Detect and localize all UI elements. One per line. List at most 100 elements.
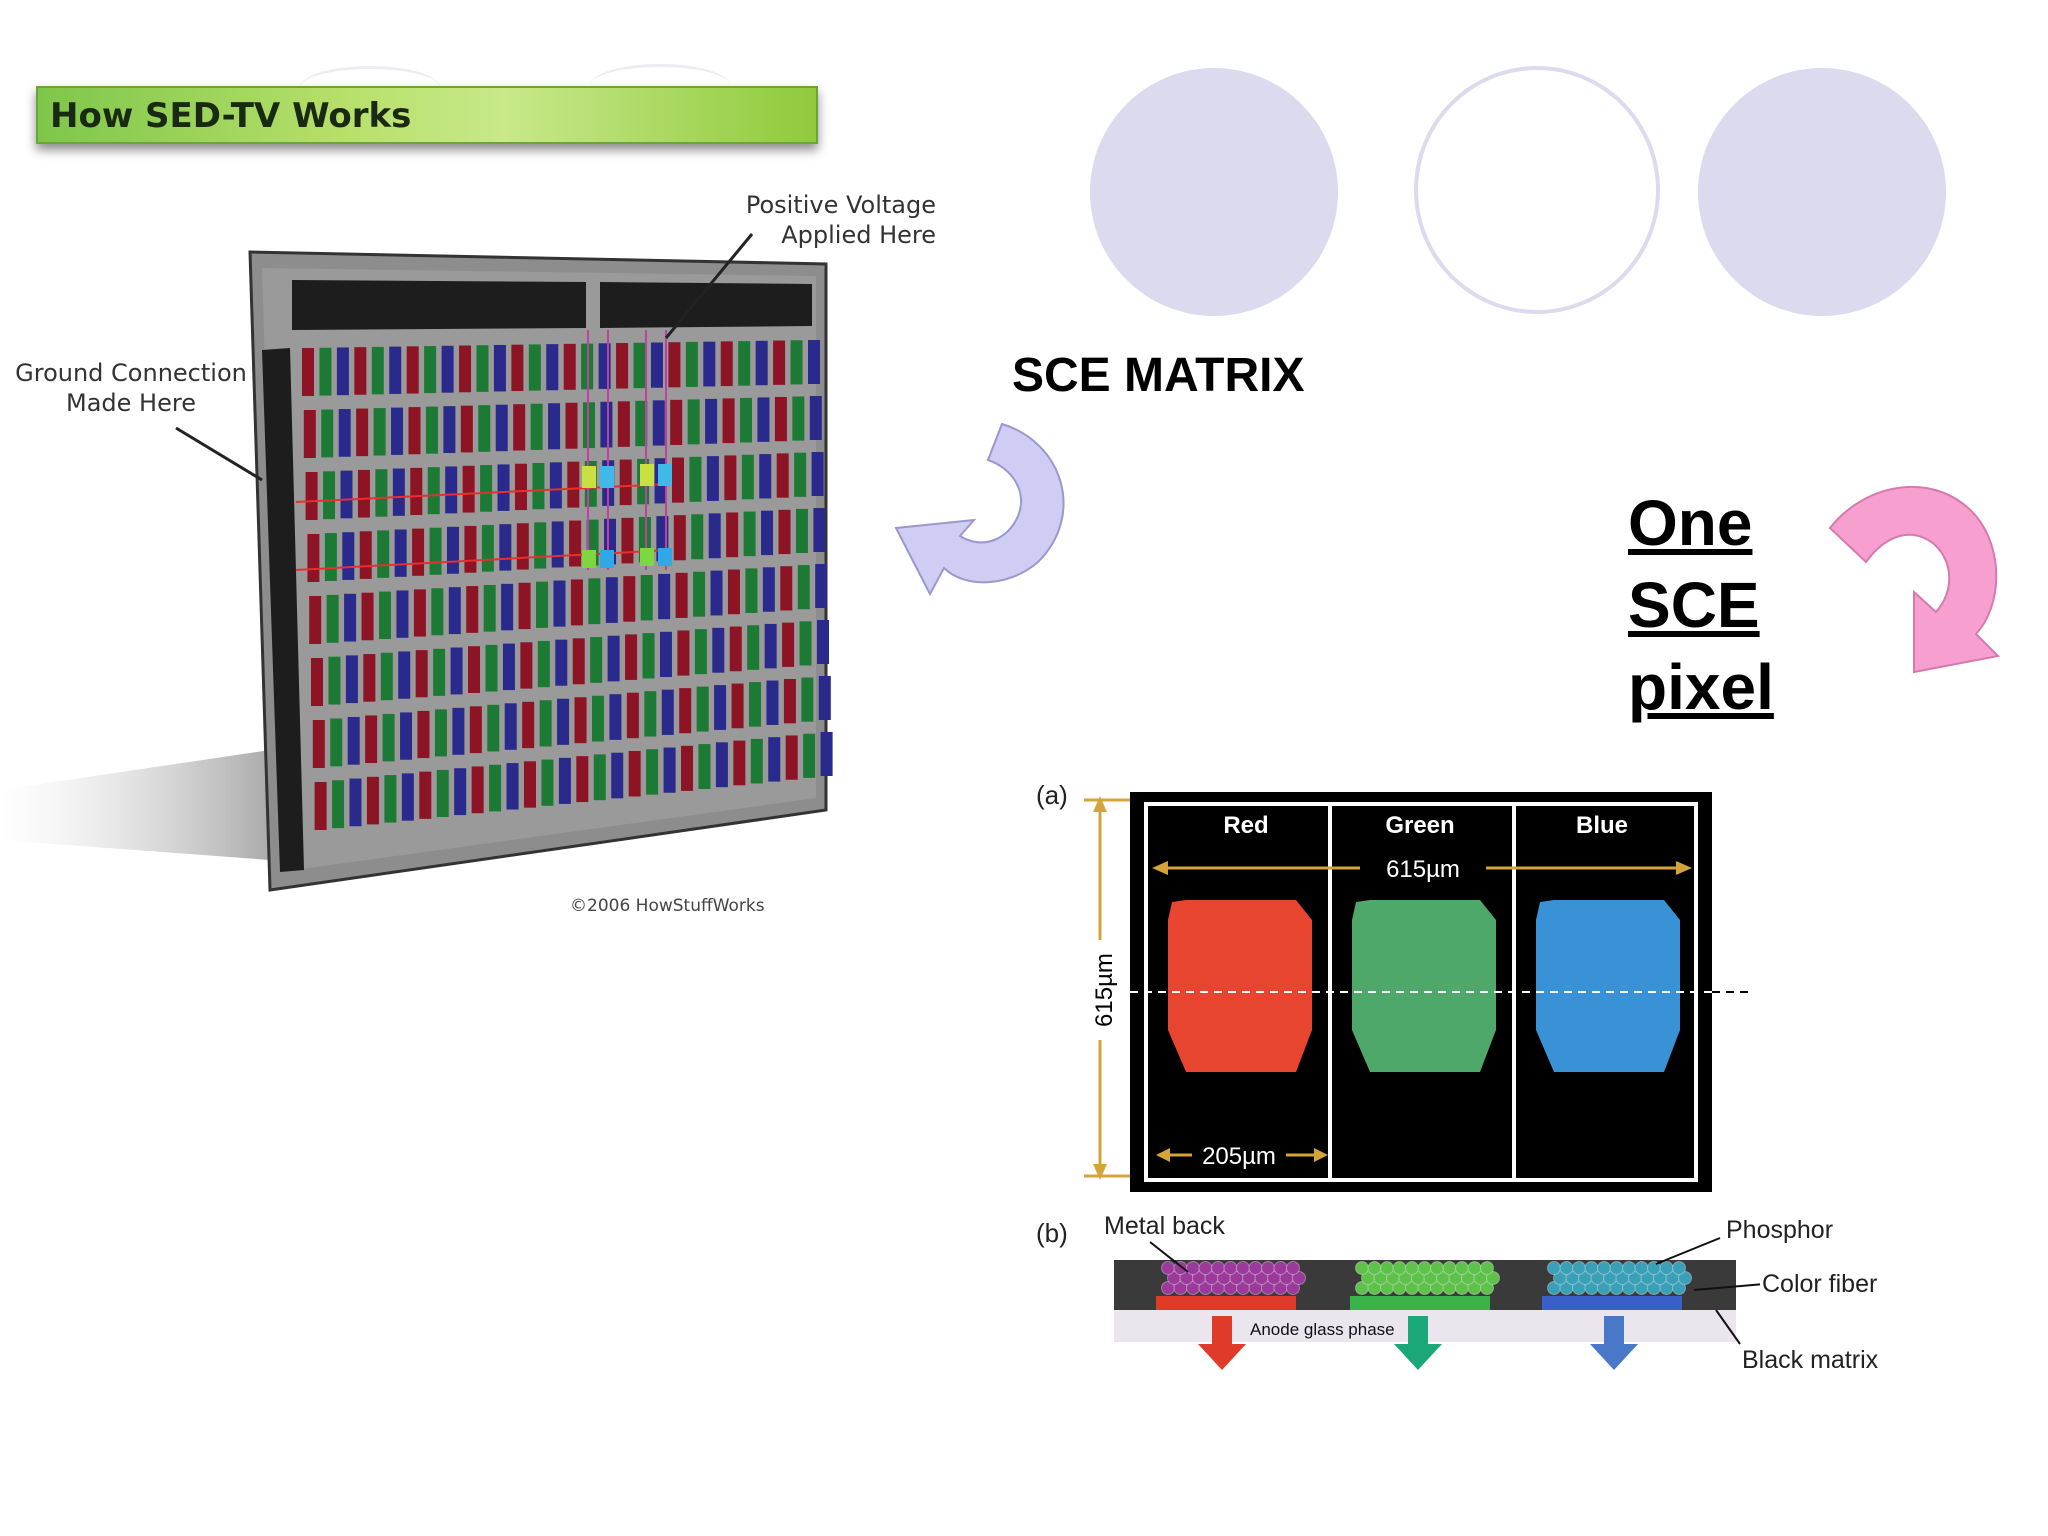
subpixel-cell: [384, 775, 397, 823]
subpixel-cell: [673, 515, 686, 561]
subpixel-cell: [460, 405, 473, 453]
subpixel-cell: [344, 593, 357, 642]
subpixel-cell: [609, 694, 622, 740]
subpixel-cell: [539, 700, 552, 747]
subpixel-cell: [520, 642, 533, 689]
phosphor-bead: [1442, 1261, 1457, 1275]
subpixel-cell: [410, 467, 423, 516]
subpixel-cell: [532, 463, 545, 510]
subpixel-cell: [471, 766, 484, 814]
phosphor-bead: [1405, 1261, 1419, 1275]
sed-panel-illustration: [0, 233, 833, 892]
blue-output-arrow: [1590, 1316, 1638, 1370]
phosphor-bead: [1367, 1261, 1382, 1275]
subpixel-cell: [705, 398, 718, 444]
subpixel-cell: [359, 531, 372, 579]
subpixel-cell: [815, 564, 828, 608]
subpixel-cell: [332, 780, 345, 829]
subpixel-cell: [443, 406, 456, 454]
subpixel-cell: [759, 454, 772, 499]
subpixel-cell: [694, 629, 707, 675]
subpixel-cell: [795, 508, 808, 554]
deco-circle-3: [1698, 68, 1946, 316]
subpixel-cell: [448, 587, 461, 635]
subpixel-cell: [345, 655, 358, 704]
height-label: 615µm: [1091, 953, 1118, 1027]
phosphor-bead: [1672, 1261, 1686, 1275]
phosphor-bead: [1559, 1261, 1574, 1275]
subpixel-cell: [794, 452, 807, 497]
subpixel-cell: [740, 397, 753, 443]
subpixel-cell: [522, 701, 535, 749]
subpixel-cell: [607, 635, 620, 682]
subpixel-cell: [747, 625, 760, 670]
subpixel-cell: [727, 569, 740, 615]
subpixel-cell: [336, 347, 349, 396]
subpixel-cell: [626, 692, 639, 739]
subpixel-cell: [307, 534, 320, 582]
subpixel-cell: [783, 679, 796, 724]
subpixel-cell: [476, 345, 489, 392]
subpixel-cell: [693, 571, 706, 617]
subpixel-cell: [741, 454, 754, 500]
panel-a-label: (a): [1036, 780, 1068, 810]
phosphor-bead: [1286, 1281, 1300, 1295]
metal-back-label: Metal back: [1104, 1212, 1225, 1240]
phosphor-bead: [1480, 1261, 1494, 1275]
red-output-arrow: [1198, 1316, 1246, 1370]
subpixel-cell: [356, 408, 369, 457]
subpixel-cell: [303, 410, 316, 458]
phosphor-bead: [1292, 1271, 1306, 1285]
subpixel-cell: [640, 575, 653, 621]
subpixel-cell: [588, 578, 601, 625]
subpixel-cell: [633, 342, 646, 389]
subpixel-cell: [462, 465, 475, 513]
width-label: 615µm: [1386, 856, 1460, 883]
subpixel-cell: [720, 341, 733, 387]
subpixel-cell: [605, 577, 618, 623]
phosphor-bead: [1223, 1261, 1238, 1275]
subpixel-cell: [813, 508, 826, 552]
subpixel-cell: [347, 716, 360, 765]
subpixel-cell: [743, 511, 756, 557]
subpixel-cell: [425, 406, 438, 454]
subpixel-cell: [726, 512, 739, 558]
subpixel-cell: [408, 407, 421, 455]
subpixel-cell: [628, 750, 641, 797]
subpixel-cell: [616, 343, 629, 389]
subpixel-cell: [504, 703, 517, 750]
one-sce-pixel-heading: One SCE pixel: [1628, 487, 1774, 723]
subpixel-cell: [312, 720, 325, 768]
subpixel-cell: [681, 745, 694, 791]
phosphor-bead: [1672, 1281, 1686, 1295]
subpixel-cell: [567, 461, 580, 508]
subpixel-cell: [757, 397, 770, 442]
subpixel-cell: [659, 631, 672, 678]
subpixel-cell: [302, 348, 314, 396]
subpixel-cell: [311, 658, 323, 706]
subpixel-cell: [650, 342, 663, 388]
phosphor-bead: [1486, 1271, 1500, 1285]
phosphor-label: Phosphor: [1726, 1216, 1834, 1244]
subpixel-cell: [570, 579, 583, 626]
subpixel-cell: [321, 409, 334, 458]
subpixel-cell: [513, 404, 526, 451]
subpixel-cell: [729, 626, 742, 672]
subpixel-cell: [391, 407, 404, 455]
subpixel-cell: [518, 582, 531, 630]
subpixel-cell: [392, 468, 405, 516]
subpixel-cell: [803, 733, 816, 778]
subpixel-cell: [687, 399, 700, 445]
active-columns: [587, 330, 667, 570]
subpixel-cell: [558, 757, 571, 804]
subpixel-cell: [499, 524, 512, 571]
subpixel-cell: [780, 566, 793, 611]
subpixel-cell: [361, 592, 374, 641]
subpixel-cell: [715, 742, 728, 788]
subpixel-cell: [415, 650, 428, 698]
subpixel-cell: [326, 594, 339, 643]
subpixel-cell: [658, 573, 671, 620]
sce-matrix-heading: SCE MATRIX: [1012, 349, 1305, 402]
sce-cross-section-b: Anode glass phase: [1114, 1237, 1760, 1370]
subpixel-cell: [342, 532, 355, 580]
